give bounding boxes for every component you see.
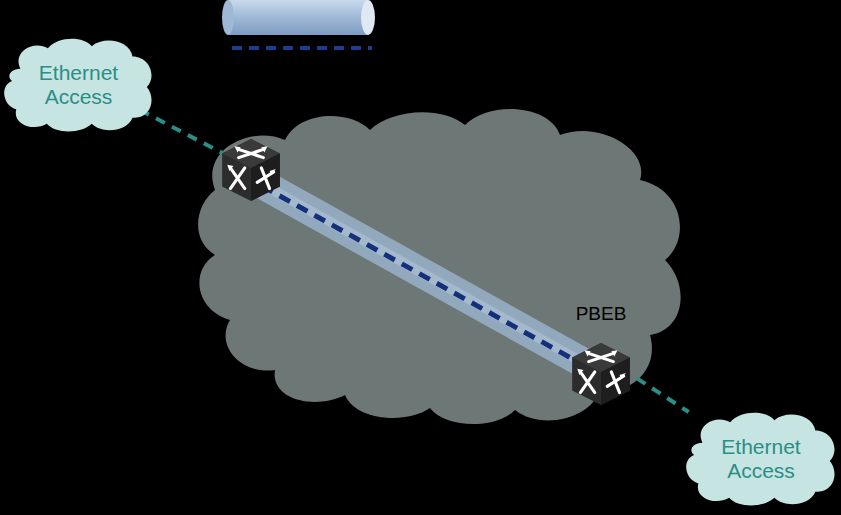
tunnel: [255, 180, 600, 372]
access-link: [140, 110, 232, 158]
provider-network-cloud: [198, 109, 681, 424]
switch-node: PBEB: [565, 303, 637, 407]
access-cloud-node: Ethernet Access: [2, 38, 155, 132]
access-link: [637, 378, 689, 412]
switch-icon: [222, 139, 280, 201]
tunnel-icon: [222, 0, 375, 48]
access-cloud-node: Ethernet Access: [684, 412, 838, 506]
device-label: PBEB: [565, 303, 637, 325]
switch-icon: [568, 341, 634, 407]
cloud-label: Ethernet Access: [31, 61, 127, 109]
cloud-label: Ethernet Access: [713, 435, 809, 483]
